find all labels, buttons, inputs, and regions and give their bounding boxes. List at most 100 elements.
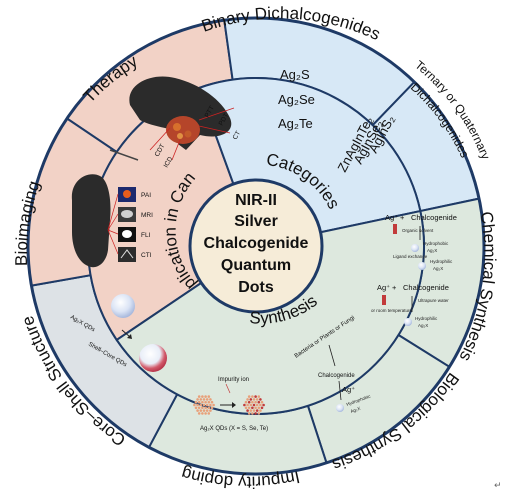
core-line-5: Dots bbox=[238, 279, 274, 296]
lattice-atom bbox=[209, 398, 212, 401]
lattice-atom bbox=[207, 400, 211, 404]
chem1-product: Ag₂X bbox=[427, 248, 437, 253]
lattice-atom bbox=[197, 395, 201, 398]
lattice-atom bbox=[249, 409, 253, 412]
lattice-atom bbox=[194, 400, 198, 404]
lattice-atom bbox=[202, 398, 206, 401]
impurity-atom bbox=[249, 398, 253, 401]
chem2-ultrapure: Ultrapure water bbox=[418, 298, 449, 303]
core-line-3: Chalcogenide bbox=[204, 235, 309, 252]
impurity-atom bbox=[260, 406, 264, 410]
lattice-atom bbox=[201, 412, 204, 415]
imaging-pai: PAI bbox=[141, 192, 151, 199]
lattice-atom bbox=[249, 403, 253, 407]
core-line-1: NIR-II bbox=[235, 192, 277, 209]
lattice-atom bbox=[244, 400, 248, 404]
outer-ring bbox=[26, 16, 486, 476]
lattice-atom bbox=[259, 403, 262, 407]
impurity-atom bbox=[251, 406, 254, 410]
lattice-atom bbox=[259, 409, 262, 412]
bio-ag: Ag⁺ bbox=[342, 385, 355, 394]
lattice-atom bbox=[246, 403, 249, 407]
chem2-hydrophilic: Hydrophilic bbox=[415, 316, 438, 321]
chemical-route-1: Ag⁺ + Chalcogenide Organic solvent Hydro… bbox=[385, 213, 457, 271]
lattice-atom bbox=[196, 409, 199, 412]
core-qd bbox=[111, 294, 135, 318]
lattice-atom bbox=[210, 400, 214, 404]
binary-formula-3: Ag₂Te bbox=[278, 116, 313, 131]
chem1-hydrophobic: Hydrophobic bbox=[423, 241, 449, 246]
core-line-2: Silver bbox=[234, 213, 278, 230]
lattice-atom bbox=[196, 403, 199, 407]
lattice-atom bbox=[196, 398, 199, 401]
therapy-ct: CT bbox=[232, 130, 242, 141]
lattice-atom bbox=[201, 400, 204, 404]
lattice-atom bbox=[212, 403, 215, 407]
lattice-atom bbox=[254, 400, 257, 404]
tumor bbox=[166, 116, 200, 144]
lattice-atom bbox=[199, 398, 203, 401]
imaging-mri: MRI bbox=[141, 212, 153, 219]
impurity-atom bbox=[243, 403, 246, 407]
chem1-exchange: Ligand exchange bbox=[393, 254, 428, 259]
lattice-atom bbox=[207, 395, 211, 398]
lattice-atom bbox=[251, 400, 254, 404]
lattice-atom bbox=[252, 409, 256, 412]
lattice-atom bbox=[209, 403, 212, 407]
lattice-atom bbox=[251, 412, 254, 415]
impurity-atom bbox=[262, 403, 265, 407]
lattice-atom bbox=[257, 412, 261, 415]
bioimaging-illustration: PAI MRI FLI CTI bbox=[71, 174, 153, 268]
lattice-atom bbox=[204, 406, 207, 410]
lattice-atom bbox=[260, 400, 264, 404]
chem1-chalcogenide: Chalcogenide bbox=[411, 213, 457, 222]
chem2-product: Ag₂X bbox=[418, 323, 428, 328]
lattice-atom bbox=[210, 406, 214, 410]
bio-chalcogenide: Chalcogenide bbox=[318, 373, 355, 379]
shell-core-qd bbox=[139, 344, 167, 372]
impurity-ion-label: Impurity ion bbox=[218, 377, 249, 383]
imaging-mouse bbox=[71, 174, 111, 268]
lattice-atom bbox=[202, 409, 206, 412]
core-line-4: Quantum bbox=[221, 257, 291, 274]
lattice-atom bbox=[204, 400, 207, 404]
impurity-atom bbox=[259, 398, 262, 401]
lattice-atom bbox=[205, 403, 209, 407]
impurity-atom bbox=[257, 400, 261, 404]
impurity-atom bbox=[255, 409, 259, 412]
lattice-atom bbox=[205, 409, 209, 412]
chemical-route-2: Ag⁺ + Chalcogenide or room temperature U… bbox=[371, 283, 449, 328]
impurity-atom bbox=[246, 409, 249, 412]
binary-formula-1: Ag₂S bbox=[280, 67, 310, 82]
imaging-fli: FLI bbox=[141, 232, 151, 239]
lattice-atom bbox=[201, 406, 204, 410]
lattice-atom bbox=[194, 406, 198, 410]
lattice-atom bbox=[209, 409, 212, 412]
lattice-atom bbox=[257, 395, 261, 398]
lattice-undoped bbox=[193, 395, 215, 415]
lattice-atom bbox=[193, 403, 196, 407]
lattice-atom bbox=[202, 403, 206, 407]
lattice-atom bbox=[251, 395, 254, 398]
binary-formula-2: Ag₂Se bbox=[278, 92, 315, 107]
chem1-hydrophilic: Hydrophilic bbox=[430, 259, 453, 264]
lattice-atom bbox=[197, 412, 201, 415]
chem1-ag: Ag⁺ bbox=[385, 213, 398, 222]
page-marker: ↵ bbox=[494, 481, 502, 491]
lattice-atom bbox=[255, 403, 259, 407]
lattice-atom bbox=[204, 412, 207, 415]
impurity-illustration: Impurity ion Ag₂X QDs (X = S, Se, Te) bbox=[193, 377, 268, 432]
cti-image bbox=[118, 247, 136, 262]
lattice-atom bbox=[244, 406, 248, 410]
lattice-atom bbox=[246, 398, 249, 401]
bio-product: Ag₂X bbox=[350, 406, 361, 414]
impurity-atom bbox=[252, 403, 256, 407]
lattice-atom bbox=[247, 406, 251, 410]
chem2-plus: + bbox=[392, 283, 397, 292]
lattice-atom bbox=[247, 395, 251, 398]
chem1-solvent: Organic solvent bbox=[402, 228, 434, 233]
lattice-atom bbox=[207, 412, 211, 415]
lattice-atom bbox=[207, 406, 211, 410]
chem2-room: or room temperature bbox=[371, 308, 413, 313]
